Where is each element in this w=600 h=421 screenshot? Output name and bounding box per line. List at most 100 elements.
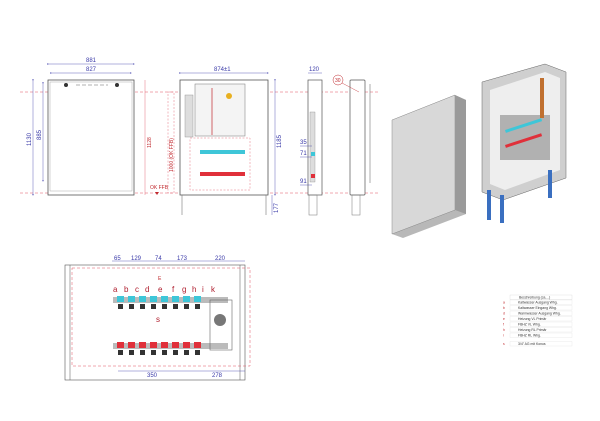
dim-1185: 1185 <box>277 134 283 148</box>
legend-text: Kaltwasser Eingang Whg. <box>518 306 557 310</box>
dim-74: 74 <box>155 256 162 262</box>
legend-key: s <box>503 342 505 346</box>
legend-row <box>509 299 573 305</box>
valve-outlet <box>140 350 145 355</box>
legend-row <box>509 321 573 327</box>
legend-row <box>509 305 573 311</box>
valve-outlet <box>184 304 189 309</box>
valve-outlet <box>162 304 167 309</box>
return-valve <box>172 342 179 348</box>
dim-278: 278 <box>212 373 223 379</box>
label-valve-e: E <box>158 276 162 282</box>
valve-outlet <box>129 304 134 309</box>
dim-827: 827 <box>86 67 97 73</box>
dim-91: 91 <box>300 179 307 185</box>
plan-letter-h: h <box>192 285 196 294</box>
return-valve <box>139 342 146 348</box>
plan-letter-k: k <box>211 285 216 294</box>
legend-row <box>509 310 573 316</box>
dim-173: 173 <box>177 256 188 262</box>
legend-key: d <box>503 312 505 316</box>
legend-row <box>509 332 573 338</box>
dim-129: 129 <box>131 256 142 262</box>
legend-table: Beschreibung (ca....) a Kaltwasser Ausgan… <box>503 294 573 347</box>
plan-letter-i: i <box>202 285 204 294</box>
legend-text: FBHZ VL Whg. <box>518 323 541 327</box>
supply-valve <box>128 296 135 302</box>
plan-view <box>64 260 251 381</box>
valve-outlet <box>118 350 123 355</box>
valve-outlet <box>184 350 189 355</box>
dim-65: 65 <box>114 256 121 262</box>
supply-valve <box>139 296 146 302</box>
dim-71: 71 <box>300 151 307 157</box>
return-valve <box>117 342 124 348</box>
legend-text: Warmwasser Ausgang Whg. <box>518 312 561 316</box>
supply-valve <box>117 296 124 302</box>
dim-177: 177 <box>274 202 280 213</box>
legend-key: i <box>503 334 504 338</box>
front-view-open <box>167 72 276 215</box>
plan-letter-g: g <box>182 285 186 294</box>
valve-outlet <box>129 350 134 355</box>
dim-874: 874±1 <box>214 67 231 73</box>
return-valve <box>161 342 168 348</box>
valve-outlet <box>151 350 156 355</box>
side-view <box>300 72 371 216</box>
supply-valve <box>172 296 179 302</box>
valve-outlet <box>173 350 178 355</box>
legend-header: Beschreibung (ca....) <box>519 296 550 300</box>
dim-881: 881 <box>86 58 97 64</box>
supply-valve <box>161 296 168 302</box>
return-valve <box>183 342 190 348</box>
supply-valve <box>150 296 157 302</box>
legend-row <box>509 341 573 347</box>
dim-1130: 1130 <box>27 132 33 146</box>
plan-letter-a: a <box>113 285 118 294</box>
legend-key: f <box>503 323 504 327</box>
front-view-closed <box>32 63 146 196</box>
floor-label: OK FFB <box>150 185 169 191</box>
valve-outlet <box>162 350 167 355</box>
return-valve <box>150 342 157 348</box>
valve-outlet <box>151 304 156 309</box>
legend-key: h <box>503 328 505 332</box>
legend-text: 3/4" AG mit Konus <box>518 342 546 346</box>
dim-220: 220 <box>215 256 226 262</box>
valve-outlet <box>140 304 145 309</box>
valve-outlet <box>173 304 178 309</box>
return-valve <box>128 342 135 348</box>
legend-text: Heizung RL Primär <box>518 328 547 332</box>
legend-key: e <box>503 317 505 321</box>
plan-letter-c: c <box>135 285 139 294</box>
legend-text: Heizung VL Primär <box>518 317 547 321</box>
valve-outlet <box>195 350 200 355</box>
return-valve <box>194 342 201 348</box>
dim-35: 35 <box>300 140 307 146</box>
legend-row <box>509 327 573 333</box>
legend-key: b <box>503 306 505 310</box>
dim-885: 885 <box>37 129 43 140</box>
plan-letter-b: b <box>124 285 129 294</box>
plan-letter-f: f <box>172 285 175 294</box>
legend-text: Kaltwasser Ausgang Whg. <box>518 301 558 305</box>
supply-valve <box>194 296 201 302</box>
supply-valve <box>183 296 190 302</box>
render-closed-cabinet <box>391 94 466 238</box>
legend-text: FBHZ RL Whg. <box>518 334 541 338</box>
plan-letter-e: e <box>158 285 163 294</box>
dim-350: 350 <box>147 373 158 379</box>
plan-letter-d: d <box>145 285 149 294</box>
legend-key: a <box>503 301 505 305</box>
render-open-cabinet <box>481 63 567 223</box>
dim-120: 120 <box>309 67 320 73</box>
label-s: s <box>156 315 160 324</box>
marker-30: 30 <box>335 78 341 84</box>
legend-row <box>509 316 573 322</box>
valve-outlet <box>118 304 123 309</box>
dim-1128: 1128 <box>147 137 153 148</box>
floor-marker-icon <box>155 192 159 195</box>
dim-1000: 1000 (OK FFB) <box>169 138 175 172</box>
